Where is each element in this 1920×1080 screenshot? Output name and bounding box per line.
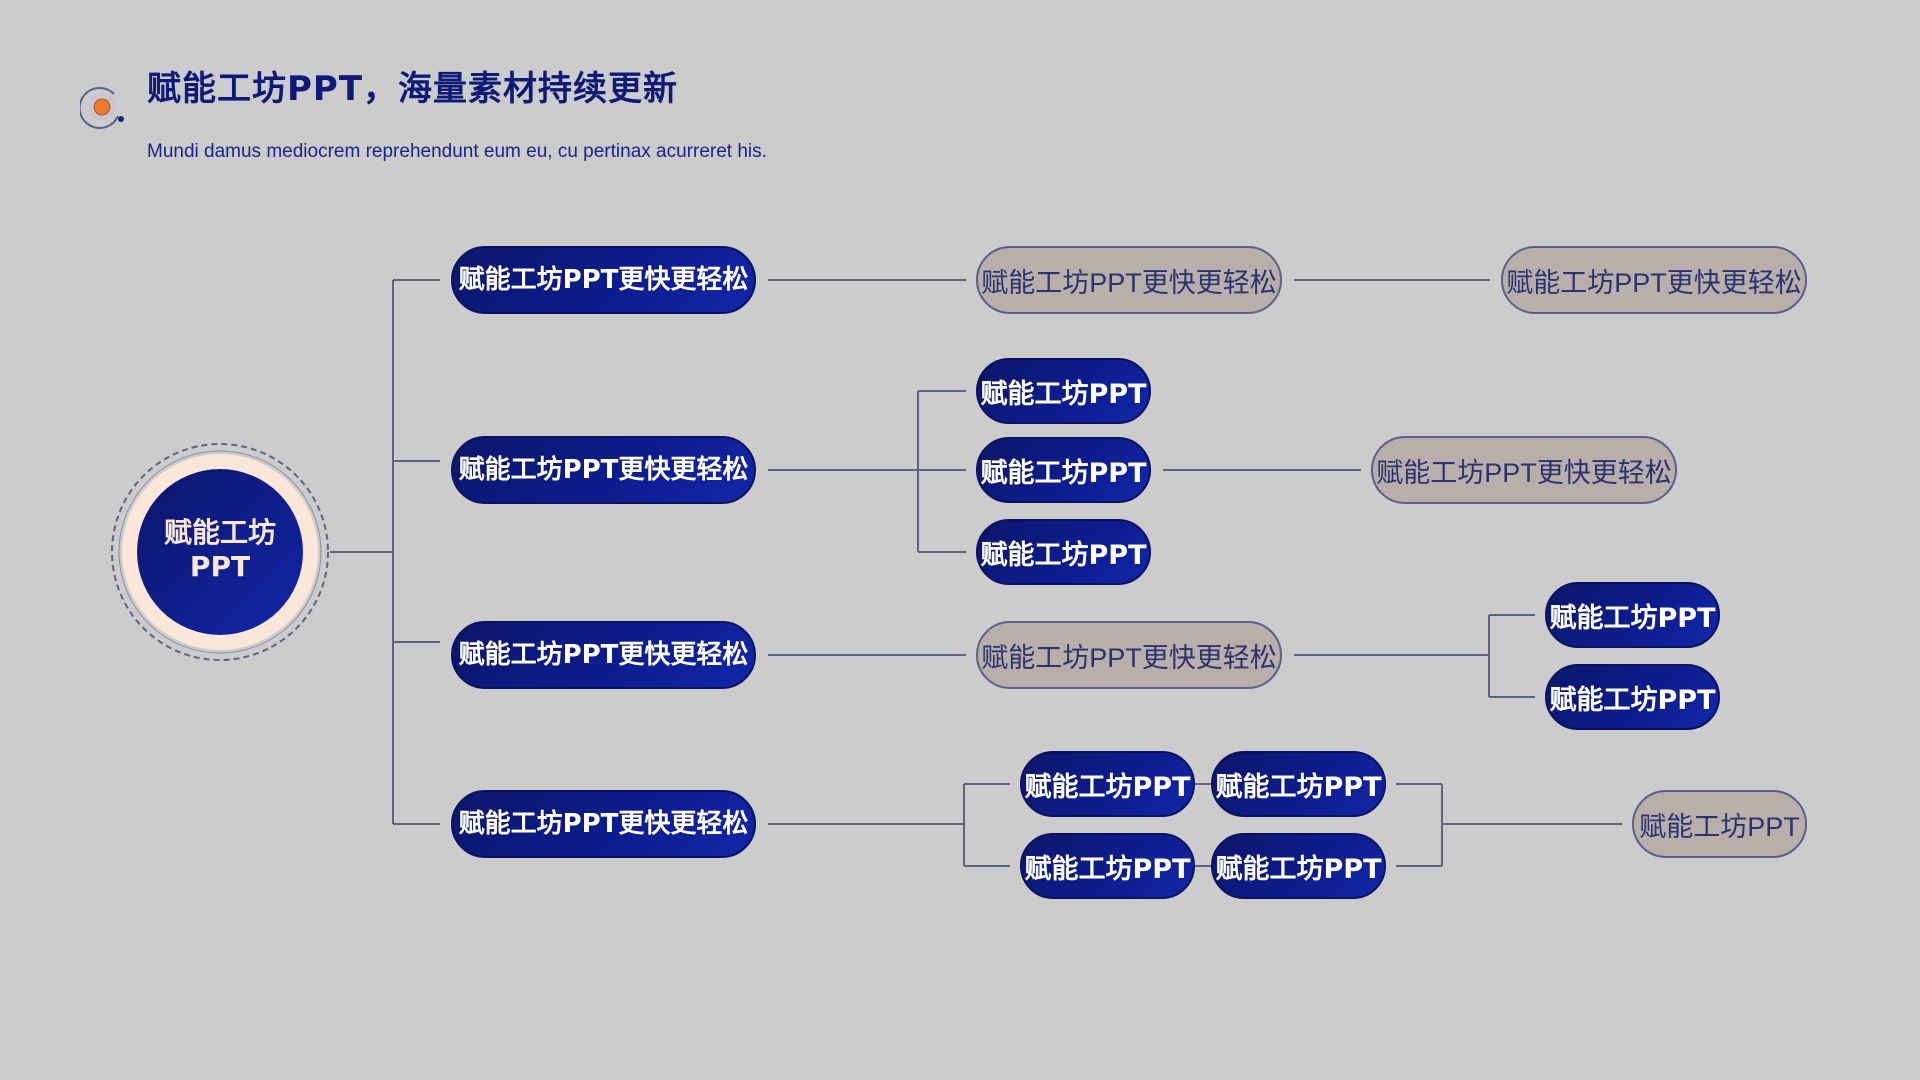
branch-1-level2-node[interactable]: 赋能工坊PPT更快更轻松 bbox=[976, 246, 1282, 314]
branch-4-pair-1a[interactable]: 赋能工坊PPT bbox=[1020, 751, 1195, 817]
root-node-graphic bbox=[111, 443, 329, 661]
page-title: 赋能工坊PPT，海量素材持续更新 bbox=[147, 69, 679, 109]
branch-4-pair-2a[interactable]: 赋能工坊PPT bbox=[1020, 833, 1195, 899]
branch-2-node[interactable]: 赋能工坊PPT更快更轻松 bbox=[451, 436, 756, 504]
branch-4-pair-2b[interactable]: 赋能工坊PPT bbox=[1211, 833, 1386, 899]
page-subtitle: Mundi damus mediocrem reprehendunt eum e… bbox=[147, 141, 767, 162]
branch-4-leaf-node[interactable]: 赋能工坊PPT bbox=[1632, 790, 1807, 858]
branch-3-node[interactable]: 赋能工坊PPT更快更轻松 bbox=[451, 621, 756, 689]
root-label-line2: PPT bbox=[189, 550, 251, 583]
branch-3-level2-node[interactable]: 赋能工坊PPT更快更轻松 bbox=[976, 621, 1282, 689]
root-label-line1: 赋能工坊 bbox=[163, 516, 276, 549]
root-node[interactable]: 赋能工坊 PPT bbox=[110, 442, 330, 662]
branch-1-level3-node[interactable]: 赋能工坊PPT更快更轻松 bbox=[1501, 246, 1807, 314]
target-dot-icon bbox=[80, 87, 124, 129]
branch-4-pair-1b[interactable]: 赋能工坊PPT bbox=[1211, 751, 1386, 817]
branch-2-child-1[interactable]: 赋能工坊PPT bbox=[976, 358, 1151, 424]
branch-2-child-3[interactable]: 赋能工坊PPT bbox=[976, 519, 1151, 585]
root-label: 赋能工坊 PPT bbox=[110, 516, 330, 584]
branch-3-child-2[interactable]: 赋能工坊PPT bbox=[1545, 664, 1720, 730]
branch-1-node[interactable]: 赋能工坊PPT更快更轻松 bbox=[451, 246, 756, 314]
branch-3-child-1[interactable]: 赋能工坊PPT bbox=[1545, 582, 1720, 648]
branch-2-leaf-node[interactable]: 赋能工坊PPT更快更轻松 bbox=[1371, 436, 1677, 504]
branch-4-node[interactable]: 赋能工坊PPT更快更轻松 bbox=[451, 790, 756, 858]
branch-2-child-2[interactable]: 赋能工坊PPT bbox=[976, 437, 1151, 503]
